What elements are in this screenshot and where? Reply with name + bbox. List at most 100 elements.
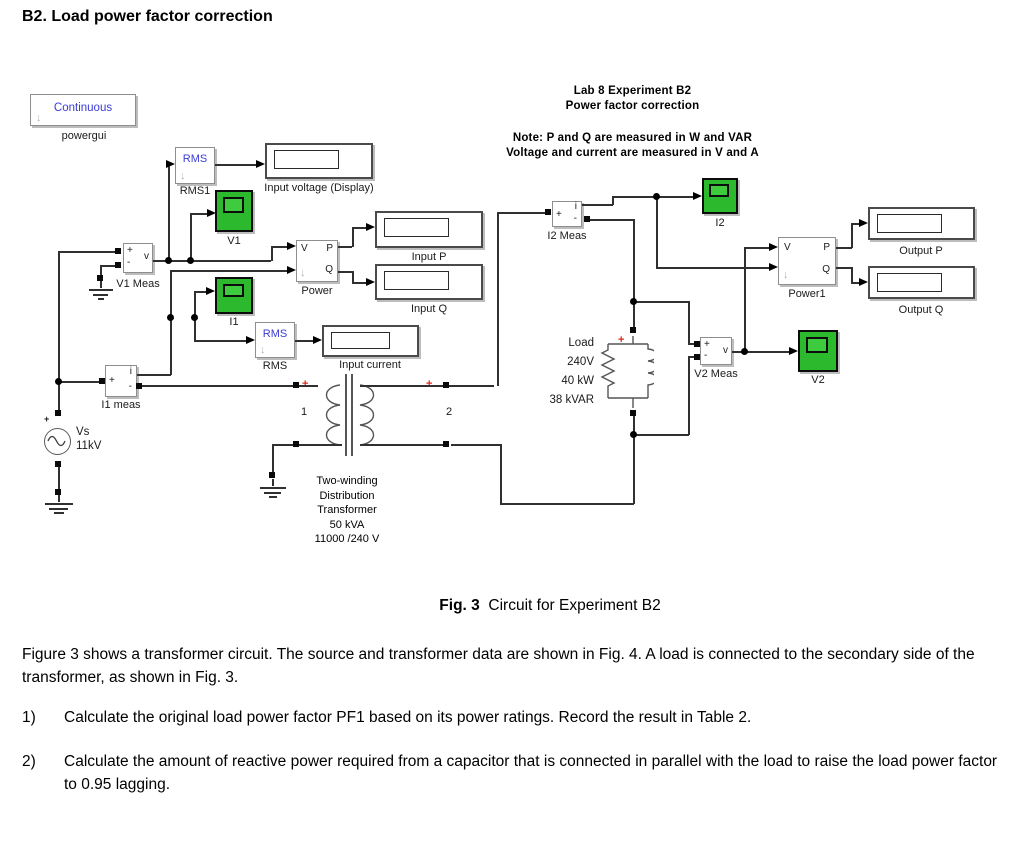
wire-arrowhead [287, 266, 296, 274]
list-item: 1) Calculate the original load power fac… [22, 707, 1010, 730]
lab-title-line1: Lab 8 Experiment B2 [573, 85, 692, 97]
display-readout [331, 332, 390, 349]
wire-segment [137, 374, 171, 376]
ground-icon [268, 496, 277, 498]
wire-arrowhead [166, 160, 175, 168]
wire-segment [194, 317, 196, 341]
wire-segment [272, 444, 342, 446]
polarity-plus-mark: + [618, 334, 625, 346]
ground-icon [44, 503, 73, 505]
input-voltage-label: Input voltage (Display) [264, 182, 374, 194]
page-title: B2. Load power factor correction [22, 8, 273, 25]
wire-segment [360, 385, 494, 387]
minus-port-label: - [573, 213, 577, 224]
power1-block: V P Q [778, 237, 836, 285]
note-line2: Voltage and current are measured in V an… [506, 147, 759, 159]
wire-arrowhead [859, 278, 868, 286]
i2-meas-label: I2 Meas [547, 230, 587, 242]
wire-junction [165, 257, 172, 264]
scope-v1-label: V1 [227, 235, 241, 247]
sine-wave-icon [47, 435, 66, 447]
v1-meas-label: V1 Meas [116, 278, 160, 290]
wire-segment [215, 164, 258, 166]
terminal-port [269, 472, 275, 478]
wire-segment [190, 213, 192, 261]
wire-segment [590, 219, 634, 221]
output-q-display [868, 266, 975, 299]
wire-arrowhead [769, 243, 778, 251]
terminal-port [293, 441, 299, 447]
wire-segment [338, 271, 352, 273]
wire-segment [500, 503, 634, 505]
wire-segment [851, 282, 861, 284]
transformer-core [345, 374, 347, 456]
wire-junction [55, 378, 62, 385]
plus-port-label: + [704, 339, 710, 350]
wire-segment [170, 270, 172, 375]
wire-segment [633, 219, 635, 328]
wire-segment [299, 385, 318, 387]
wire-segment [272, 444, 274, 474]
wire-segment [633, 434, 689, 436]
list-item: 2) Calculate the amount of reactive powe… [22, 751, 1010, 796]
wire-segment [271, 246, 273, 261]
terminal-port [545, 209, 551, 215]
body-paragraph: Figure 3 shows a transformer circuit. Th… [22, 646, 975, 686]
plus-port-label: + [556, 209, 562, 220]
wire-arrowhead [207, 209, 216, 217]
wire-segment [497, 212, 546, 214]
ground-icon [88, 289, 113, 291]
wire-segment [352, 282, 367, 284]
wire-segment [153, 260, 271, 262]
wire-segment [295, 340, 315, 342]
scope-v1 [215, 190, 253, 232]
wire-segment [58, 251, 60, 414]
load-voltage: 240V [567, 356, 594, 368]
i1-meas-label: I1 meas [101, 399, 141, 411]
display-readout [274, 150, 340, 169]
wire-arrowhead [789, 347, 798, 355]
minus-port-label: - [128, 381, 132, 392]
wire-segment [451, 444, 501, 446]
v-in-port-label: V [784, 242, 791, 253]
powergui-mode-label: Continuous [53, 102, 113, 114]
terminal-port [630, 410, 636, 416]
minus-port-label: - [704, 350, 708, 361]
polarity-plus-mark: + [426, 378, 433, 390]
ground-icon [58, 495, 60, 502]
ground-icon [272, 479, 274, 486]
wire-junction [653, 193, 660, 200]
powergui-label: powergui [61, 130, 107, 142]
polarity-plus-mark: + [302, 378, 309, 390]
wire-segment [500, 444, 502, 504]
wire-segment [836, 267, 852, 269]
ground-icon [49, 507, 69, 510]
output-q-label: Output Q [898, 304, 944, 316]
wire-junction [741, 348, 748, 355]
figure-caption: Fig. 3 Circuit for Experiment B2 [250, 597, 850, 615]
display-readout [877, 214, 942, 233]
input-q-display [375, 264, 483, 300]
lab-annotation: Lab 8 Experiment B2 Power factor correct… [450, 84, 815, 114]
wire-segment [58, 381, 102, 383]
rms-block: RMS [255, 322, 295, 358]
wire-segment [168, 164, 170, 261]
q-out-port-label: Q [325, 264, 333, 275]
rms1-block: RMS [175, 147, 215, 184]
power1-label: Power1 [788, 288, 826, 300]
wire-segment [338, 246, 352, 248]
wire-segment [836, 247, 852, 249]
wire-arrowhead [206, 287, 215, 295]
wire-segment [100, 265, 102, 277]
terminal-port [55, 489, 61, 495]
wire-junction [630, 298, 637, 305]
ground-icon [97, 298, 104, 300]
terminal-port [55, 461, 61, 467]
p-out-port-label: P [823, 242, 830, 253]
wire-segment [744, 247, 746, 352]
input-current-label: Input current [339, 359, 401, 371]
wire-segment [582, 204, 613, 206]
winding1-number: 1 [301, 406, 308, 418]
source-name: Vs [76, 426, 90, 438]
